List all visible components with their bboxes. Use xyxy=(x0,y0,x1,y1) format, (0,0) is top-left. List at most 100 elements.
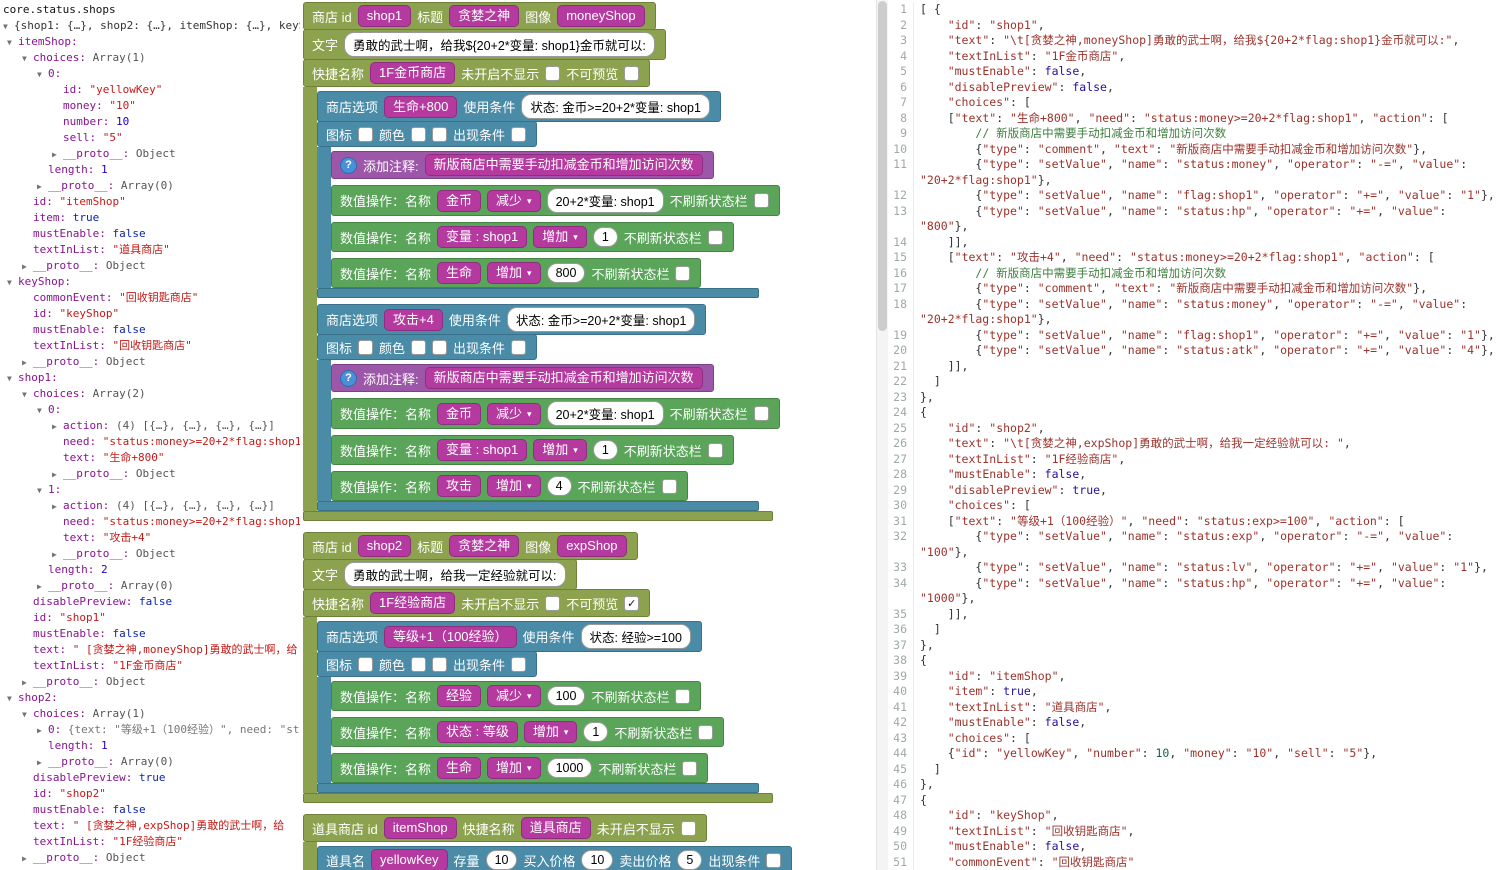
code-line[interactable]: 36 ] xyxy=(888,622,1501,638)
code-text[interactable]: { xyxy=(920,653,927,667)
tree-item[interactable]: id: "keyShop" xyxy=(3,306,300,322)
expand-arrow[interactable]: ▶ xyxy=(52,502,57,511)
field-value[interactable]: 贪婪之神 xyxy=(449,5,520,27)
tree-item[interactable]: mustEnable: false xyxy=(3,322,300,338)
field-checkbox[interactable] xyxy=(698,724,714,740)
code-text[interactable]: [ { xyxy=(920,2,941,16)
tree-item[interactable]: mustEnable: false xyxy=(3,626,300,642)
tree-item[interactable]: id: "shop1" xyxy=(3,610,300,626)
tree-item[interactable]: textInList: "1F经验商店" xyxy=(3,834,300,850)
code-line[interactable]: 23}, xyxy=(888,389,1501,405)
code-text[interactable]: { xyxy=(920,792,927,807)
help-icon[interactable]: ? xyxy=(340,156,357,174)
field-value[interactable]: 金币 xyxy=(437,402,482,425)
block-row[interactable]: 文字勇敢的武士啊，给我一定经验就可以: xyxy=(303,559,577,590)
field-input[interactable]: 勇敢的武士啊，给我${20+2*变量: shop1}金币就可以: xyxy=(344,32,655,57)
code-line[interactable]: 45 ] xyxy=(888,761,1501,777)
code-line[interactable]: 14 ]], xyxy=(888,234,1501,250)
tree-item[interactable]: text: " [贪婪之神,moneyShop]勇敢的武士啊，给 xyxy=(3,642,300,658)
tree-item[interactable]: ▶__proto__: Array(0) xyxy=(3,178,300,194)
collapse-arrow[interactable]: ▼ xyxy=(22,710,27,719)
code-text[interactable]: {"type": "setValue", "name": "status:exp… xyxy=(920,529,1461,559)
code-line[interactable]: 1[ { xyxy=(888,2,1501,18)
code-line[interactable]: 46}, xyxy=(888,777,1501,793)
tree-item[interactable]: number: 10 xyxy=(3,114,300,130)
collapse-arrow[interactable]: ▼ xyxy=(3,22,8,31)
code-text[interactable]: "item": true, xyxy=(947,684,1038,698)
field-input[interactable]: 10 xyxy=(485,850,518,870)
field-checkbox[interactable] xyxy=(511,656,527,672)
tree-item[interactable]: length: 2 xyxy=(3,562,300,578)
expand-arrow[interactable]: ▶ xyxy=(22,854,27,863)
code-text[interactable]: {"type": "setValue", "name": "status:mon… xyxy=(920,157,1475,187)
field-input[interactable]: 100 xyxy=(546,686,586,706)
code-text[interactable]: "id": "keyShop", xyxy=(947,808,1059,822)
code-line[interactable]: 29 "disablePreview": true, xyxy=(888,482,1501,498)
code-text[interactable]: "mustEnable": false, xyxy=(947,64,1087,78)
code-text[interactable]: ]], xyxy=(920,234,969,249)
code-line[interactable]: 31 ["text": "等级+1（100经验）", "need": "stat… xyxy=(888,513,1501,529)
field-dropdown[interactable]: 增加▾ xyxy=(487,757,541,779)
code-text[interactable]: {"type": "setValue", "name": "status:mon… xyxy=(920,296,1475,327)
tree-item[interactable]: ▼shop2: xyxy=(3,690,300,706)
code-text[interactable]: {"type": "setValue", "name": "status:hp"… xyxy=(920,203,1454,234)
expand-arrow[interactable]: ▶ xyxy=(22,262,27,271)
tree-item[interactable]: textInList: "1F金币商店" xyxy=(3,658,300,674)
field-value[interactable]: 金币 xyxy=(437,189,482,212)
code-line[interactable]: 3 "text": "\t[贪婪之神,moneyShop]勇敢的武士啊，给我${… xyxy=(888,33,1501,49)
tree-item[interactable]: length: 1 xyxy=(3,738,300,754)
field-dropdown[interactable]: 减少▾ xyxy=(487,685,541,707)
collapse-arrow[interactable]: ▼ xyxy=(22,54,27,63)
field-checkbox[interactable] xyxy=(358,656,374,672)
field-checkbox[interactable] xyxy=(680,820,696,836)
field-input[interactable]: 4 xyxy=(546,476,572,496)
field-value[interactable]: 攻击+4 xyxy=(384,308,443,331)
code-line[interactable]: 10 {"type": "comment", "text": "新版商店中需要手… xyxy=(888,141,1501,157)
code-line[interactable]: 18 {"type": "setValue", "name": "status:… xyxy=(888,296,1501,328)
field-checkbox[interactable] xyxy=(432,126,448,142)
code-text[interactable]: "textInList": "道具商店", xyxy=(947,699,1112,714)
tree-item[interactable]: ▶__proto__: Object xyxy=(3,258,300,274)
code-text[interactable]: "text": "\t[贪婪之神,expShop]勇敢的武士啊，给我一定经验就可… xyxy=(947,436,1351,450)
field-checkbox[interactable] xyxy=(411,126,427,142)
expand-arrow[interactable]: ▶ xyxy=(22,678,27,687)
field-value[interactable]: 1F经验商店 xyxy=(370,592,456,614)
field-dropdown[interactable]: 增加▾ xyxy=(533,226,587,248)
code-line[interactable]: 33 {"type": "setValue", "name": "status:… xyxy=(888,560,1501,576)
code-line[interactable]: 6 "disablePreview": false, xyxy=(888,79,1501,95)
expand-arrow[interactable]: ▶ xyxy=(52,550,57,559)
field-input[interactable]: 1 xyxy=(583,722,609,742)
field-value[interactable]: 生命 xyxy=(437,262,482,284)
field-checkbox[interactable] xyxy=(661,478,677,494)
code-text[interactable]: "textInList": "1F经验商店", xyxy=(947,451,1126,466)
collapse-arrow[interactable]: ▼ xyxy=(37,486,42,495)
code-text[interactable]: "id": "shop1", xyxy=(947,17,1045,32)
field-checkbox[interactable] xyxy=(545,595,561,611)
tree-item[interactable]: item: true xyxy=(3,210,300,226)
field-dropdown[interactable]: 增加▾ xyxy=(533,439,587,461)
code-line[interactable]: 5 "mustEnable": false, xyxy=(888,64,1501,80)
field-input[interactable]: 1 xyxy=(592,227,618,247)
code-line[interactable]: 26 "text": "\t[贪婪之神,expShop]勇敢的武士啊，给我一定经… xyxy=(888,436,1501,452)
tree-item[interactable]: text: "攻击+4" xyxy=(3,530,300,546)
tree-item[interactable]: commonEvent: "回收钥匙商店" xyxy=(3,290,300,306)
tree-item[interactable]: ▶action: (4) [{…}, {…}, {…}, {…}] xyxy=(3,498,300,514)
code-text[interactable]: {"type": "comment", "text": "新版商店中需要手动扣减… xyxy=(920,141,1428,156)
tree-item[interactable]: ▼0: xyxy=(3,66,300,82)
field-value[interactable]: 道具商店 xyxy=(520,817,591,839)
field-value[interactable]: 经验 xyxy=(437,685,482,707)
field-value[interactable]: 变量 : shop1 xyxy=(437,226,528,248)
code-editor-panel[interactable]: 1[ {2 "id": "shop1",3 "text": "\t[贪婪之神,m… xyxy=(888,0,1501,870)
